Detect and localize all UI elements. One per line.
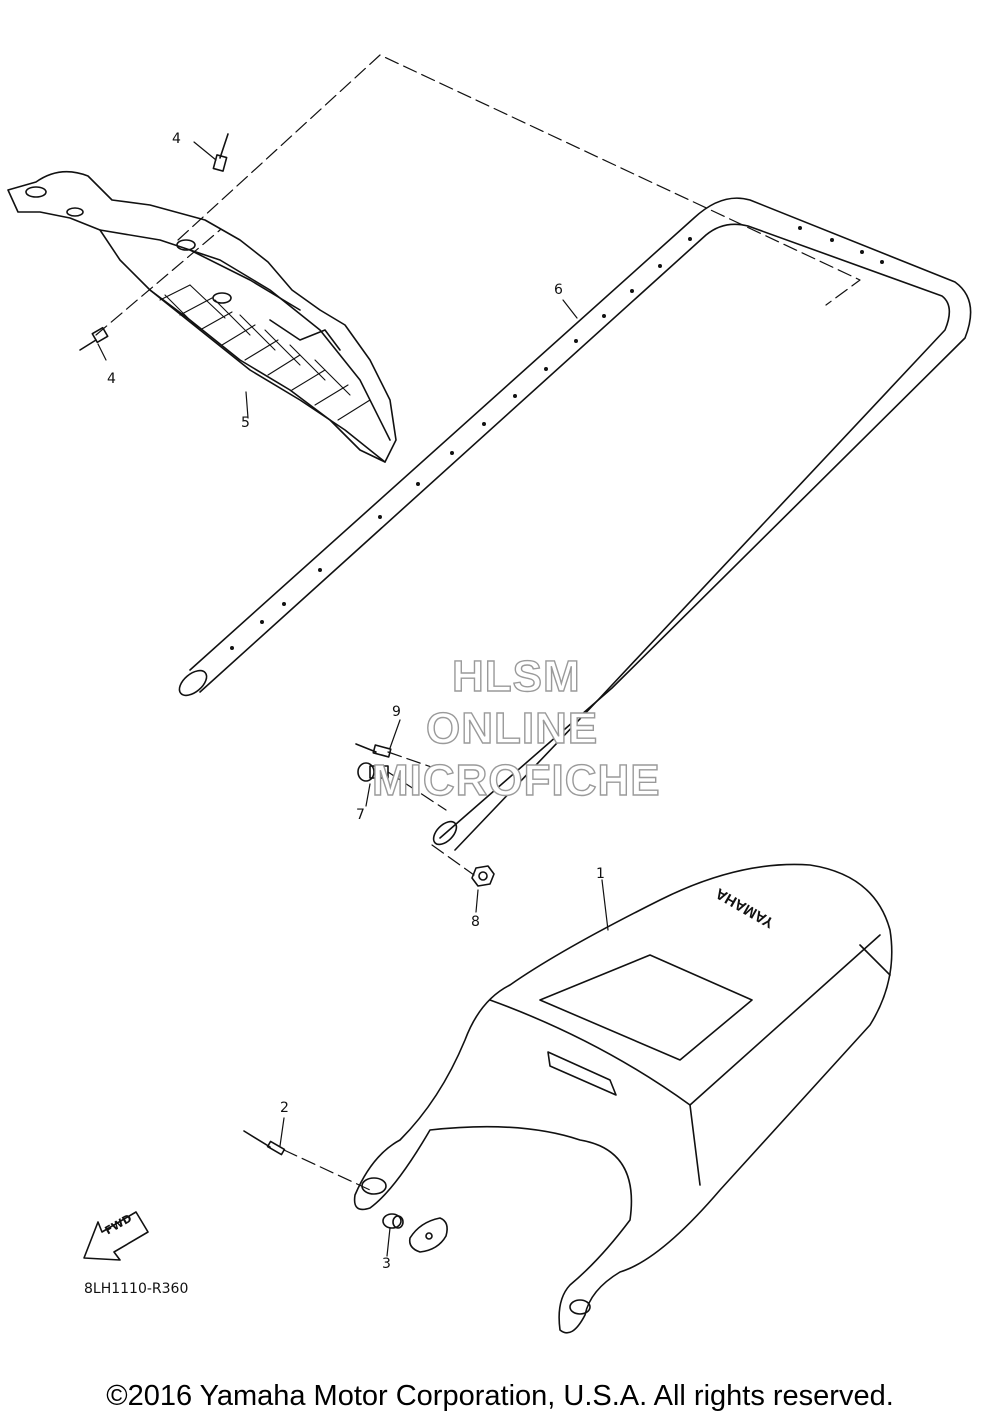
- rear-bracket-part: [7, 170, 397, 463]
- callout-4-top: 4: [172, 131, 181, 147]
- assembly-lines: [95, 54, 861, 1191]
- watermark-line-3: MICROFICHE: [371, 755, 661, 805]
- copyright-notice: ©2016 Yamaha Motor Corporation, U.S.A. A…: [106, 1380, 894, 1412]
- seat-part: [353, 863, 893, 1334]
- rivet-part-4-bottom: [79, 326, 109, 351]
- bar-holes: [230, 226, 884, 650]
- callout-leaders: [97, 141, 609, 1257]
- callout-5: 5: [241, 415, 250, 431]
- rivet-part-2: [243, 1130, 286, 1156]
- washer-part: [408, 1217, 448, 1253]
- diagram-code: 8LH1110-R360: [84, 1281, 189, 1297]
- callout-6: 6: [554, 282, 563, 298]
- callout-9: 9: [392, 704, 401, 720]
- seat-logo-area: YAMAHA: [713, 884, 777, 931]
- callout-1: 1: [596, 866, 605, 882]
- nut-part-8: [471, 865, 495, 887]
- rivet-part-9: [355, 743, 392, 758]
- rivet-part-4-top: [212, 133, 229, 172]
- grab-bar-part: [178, 197, 972, 851]
- grommet-part-3: [382, 1213, 404, 1229]
- callout-4-bottom: 4: [107, 371, 116, 387]
- callout-3: 3: [382, 1256, 391, 1272]
- svg-text:YAMAHA: YAMAHA: [713, 884, 777, 931]
- watermark-line-1: HLSM: [451, 651, 581, 701]
- callout-7: 7: [356, 807, 365, 823]
- callout-8: 8: [471, 914, 480, 930]
- fwd-arrow-icon: [83, 1211, 149, 1261]
- watermark-line-2: ONLINE: [425, 703, 599, 753]
- callout-2: 2: [280, 1100, 289, 1116]
